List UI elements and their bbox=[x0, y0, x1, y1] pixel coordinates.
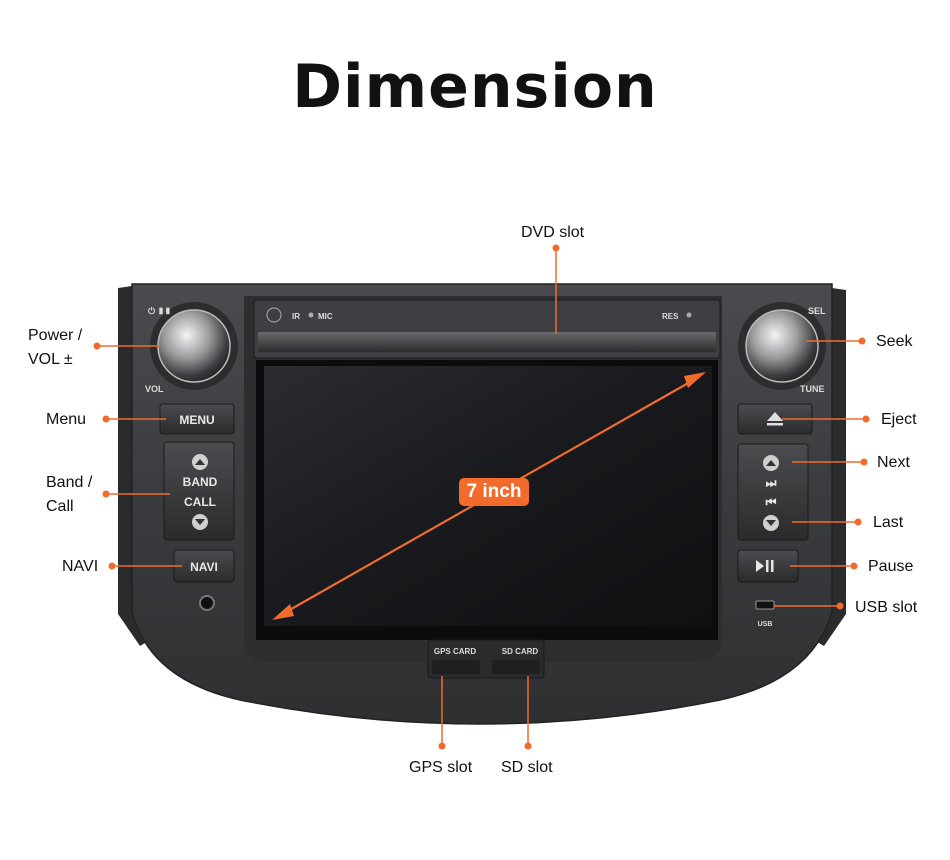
play-icon bbox=[756, 560, 764, 572]
left-bracket bbox=[118, 286, 150, 646]
callout-last: Last bbox=[873, 514, 904, 531]
callout-gps-slot: GPS slot bbox=[409, 759, 473, 776]
call-label: CALL bbox=[184, 495, 216, 509]
callout-pause: Pause bbox=[868, 558, 914, 575]
callout-dvd-slot: DVD slot bbox=[521, 224, 585, 241]
callout-call: Call bbox=[46, 498, 74, 515]
screen-size-badge: 7 inch bbox=[459, 478, 529, 506]
vol-knob[interactable] bbox=[157, 309, 231, 383]
callout-sd-slot: SD slot bbox=[501, 759, 553, 776]
callout-next: Next bbox=[877, 454, 910, 471]
next-up-arrow-icon bbox=[766, 460, 776, 466]
band-label: BAND bbox=[183, 475, 218, 489]
tune-knob[interactable] bbox=[745, 309, 819, 383]
power-label: ⏻ ▮▮ bbox=[148, 306, 171, 316]
dvd-slot[interactable] bbox=[258, 332, 716, 352]
previous-track-icon: ⏮ bbox=[766, 495, 777, 509]
aux-jack-icon bbox=[199, 595, 215, 611]
eject-bar-icon bbox=[767, 423, 783, 426]
gps-card-slot[interactable] bbox=[432, 660, 480, 674]
callout-usb-slot: USB slot bbox=[855, 599, 918, 616]
callout-lines bbox=[93, 244, 870, 750]
eject-icon bbox=[767, 412, 783, 421]
tune-label: TUNE bbox=[800, 384, 825, 394]
pause-bar-icon bbox=[766, 560, 769, 572]
reset-hole-icon[interactable] bbox=[686, 312, 692, 318]
callout-eject: Eject bbox=[881, 411, 917, 428]
mic-label: MIC bbox=[318, 312, 333, 321]
ir-label: IR bbox=[292, 312, 300, 321]
callout-seek: Seek bbox=[876, 333, 913, 350]
usb-label: USB bbox=[758, 621, 773, 628]
callout-band: Band / bbox=[46, 474, 93, 491]
navi-button-label: NAVI bbox=[190, 560, 218, 574]
vol-label: VOL bbox=[145, 384, 164, 394]
res-label: RES bbox=[662, 312, 679, 321]
last-down-arrow-icon bbox=[766, 520, 776, 526]
band-up-arrow-icon bbox=[195, 459, 205, 465]
band-call-button[interactable] bbox=[163, 441, 235, 541]
sd-card-slot[interactable] bbox=[492, 660, 540, 674]
callout-power: Power / bbox=[28, 327, 83, 344]
next-last-button[interactable] bbox=[737, 443, 809, 541]
callout-menu: Menu bbox=[46, 411, 87, 428]
pause-bar2-icon bbox=[771, 560, 774, 572]
menu-button-label: MENU bbox=[179, 413, 214, 427]
callout-navi: NAVI bbox=[62, 558, 99, 575]
sel-label: SEL bbox=[808, 306, 826, 316]
call-down-arrow-icon bbox=[195, 519, 205, 525]
right-bracket bbox=[814, 288, 846, 646]
gps-card-label: GPS CARD bbox=[434, 647, 476, 656]
callout-vol: VOL ± bbox=[28, 351, 73, 368]
page-title: Dimension bbox=[292, 52, 658, 122]
sd-card-label: SD CARD bbox=[502, 647, 539, 656]
next-track-icon: ⏭ bbox=[766, 476, 777, 490]
ir-sensor-icon bbox=[266, 307, 282, 323]
mic-hole-icon bbox=[308, 312, 314, 318]
usb-port-icon[interactable] bbox=[755, 600, 775, 610]
